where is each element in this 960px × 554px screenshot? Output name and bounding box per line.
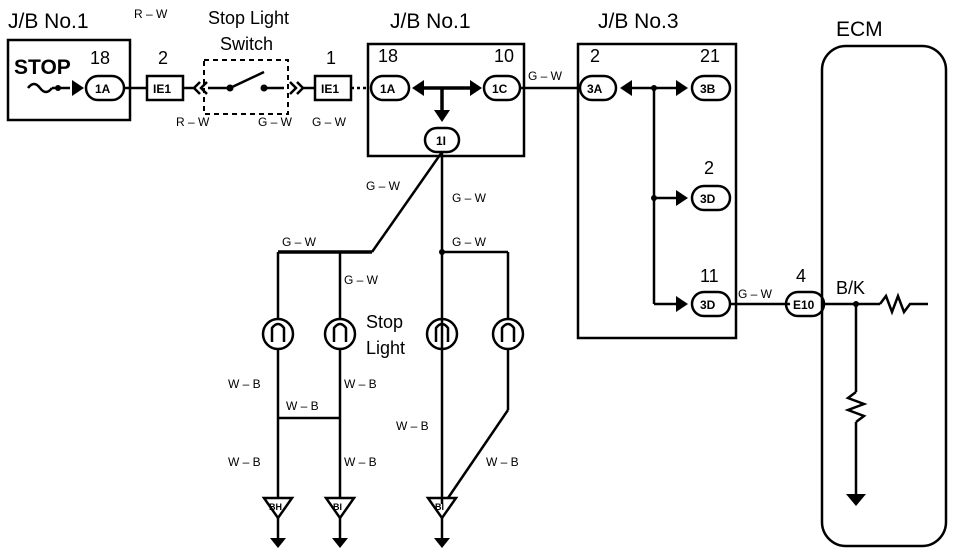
fuse-icon [27, 82, 53, 94]
jb-no1-center-title: J/B No.1 [390, 10, 471, 33]
ground-bi-left-label: BI [333, 502, 342, 512]
ground-bi-center-label: BI [435, 502, 444, 512]
jb-no1-center: J/B No.1 18 1A 10 1C 1I [366, 10, 526, 158]
ground-icon [270, 538, 286, 548]
connector-3a-label: 3A [587, 82, 603, 96]
connector-3d-lower-label: 3D [700, 298, 716, 312]
wire-label-gw-right-bus: G – W [452, 235, 487, 249]
jb-no3: J/B No.3 2 3A 21 3B 2 3D 11 3D [576, 10, 738, 340]
jb-no3-pin-in: 2 [590, 46, 600, 66]
wire-label-wb-2: W – B [344, 377, 377, 391]
connector-3b [690, 74, 732, 102]
connector-1a-center [369, 74, 411, 102]
ground-connector-icon [323, 496, 357, 521]
connector-1a-center-label: 1A [380, 82, 396, 96]
wire-label-gw-left-drop: G – W [344, 273, 379, 287]
bulb-icon [491, 317, 525, 351]
ground-icon [332, 538, 348, 548]
wire-label-rw-bottom: R – W [176, 115, 210, 129]
jb-no3-pin-d1: 2 [704, 158, 714, 178]
jb-no1-left-pin: 18 [90, 48, 110, 68]
arrow-right-icon [289, 81, 298, 95]
wire-label-gw-vert: G – W [452, 191, 487, 205]
jb-no1-left-box [6, 38, 132, 122]
ecm-pin: 4 [796, 266, 806, 286]
connector-1a-left-label: 1A [95, 82, 111, 96]
ground-bh: BH [261, 496, 295, 548]
ecm-ground-icon [846, 494, 866, 506]
bulb-icon [323, 317, 357, 351]
resistor-icon-vertical [844, 391, 868, 423]
bulb-icon [425, 317, 459, 351]
jb-no3-title: J/B No.3 [598, 10, 679, 33]
ground-connector-icon [261, 496, 295, 521]
jb-no1-center-pin-out: 10 [494, 46, 514, 66]
switch-blade-icon [229, 70, 265, 90]
switch-dashed-box [203, 59, 289, 115]
wire-label-wb-4: W – B [396, 419, 429, 433]
connector-ie1-left-pin: 2 [158, 48, 168, 68]
ground-connector-icon [425, 496, 459, 521]
connector-e10-label: E10 [793, 298, 815, 312]
jb-no3-pin-d2: 11 [700, 266, 719, 286]
connector-3d-upper-label: 3D [700, 192, 716, 206]
stop-light-bulbs [261, 317, 525, 351]
jb-no1-left-title: J/B No.1 [8, 10, 89, 33]
connector-3b-label: 3B [700, 82, 716, 96]
connector-ie1-right-pin: 1 [326, 48, 336, 68]
wire-label-wb-1: W – B [228, 377, 261, 391]
ecm-box [820, 44, 948, 548]
wire-label-gw-diag: G – W [366, 179, 401, 193]
connector-1c-label: 1C [492, 82, 508, 96]
jb-no1-center-box [366, 42, 526, 158]
bulb-icon [261, 317, 295, 351]
resistor-icon [879, 292, 928, 316]
wire-label-wb-3: W – B [286, 399, 319, 413]
connector-1i-label: 1I [436, 134, 446, 148]
wire-label-wb-6: W – B [344, 455, 377, 469]
switch-title-line2: Switch [220, 34, 273, 54]
connector-ie1-left: 2 IE1 [145, 48, 185, 102]
wire-label-wb-5: W – B [228, 455, 261, 469]
ecm-terminal-label: B/K [836, 278, 865, 298]
connector-ie1-right: 1 IE1 [313, 48, 353, 102]
arrow-left-icon [192, 81, 201, 95]
wire-label-gw-switch: G – W [258, 115, 293, 129]
wire-label-gw-left-bus: G – W [282, 235, 317, 249]
connector-3d-upper [690, 184, 732, 212]
connector-3a [578, 74, 618, 102]
ground-icon [434, 538, 450, 548]
fuse-node-icon [55, 85, 61, 91]
jb-no1-left: J/B No.1 STOP 18 1A [6, 10, 132, 122]
arrow-icon [72, 80, 84, 96]
stop-fuse-label: STOP [14, 56, 71, 79]
stop-light-label-line2: Light [366, 338, 405, 358]
jb-no3-pin-b: 21 [700, 46, 720, 66]
ground-bh-label: BH [269, 502, 282, 512]
wire-label-gw-ie1: G – W [312, 115, 347, 129]
wire-label-gw-ecm: G – W [738, 287, 773, 301]
ecm-title: ECM [836, 18, 883, 41]
ecm-unit: ECM B/K [820, 18, 948, 548]
ground-bi-left: BI [323, 496, 357, 548]
connector-ie1-left-label: IE1 [153, 82, 171, 96]
wire-label-gw-jb1-jb3: G – W [528, 69, 563, 83]
switch-title-line1: Stop Light [208, 8, 289, 28]
wire-label-rw-top: R – W [134, 7, 168, 21]
wire-label-wb-7: W – B [486, 455, 519, 469]
jb-no1-center-pin-in: 18 [378, 46, 398, 66]
stop-light-switch: Stop Light Switch [203, 8, 289, 115]
ground-bi-center: BI [425, 496, 459, 548]
stop-light-label-line1: Stop [366, 312, 403, 332]
connector-ie1-right-label: IE1 [321, 82, 339, 96]
arrow-in-icon [412, 80, 424, 96]
jb-no3-box [576, 42, 738, 340]
arrow-down-icon [434, 110, 450, 122]
arrow-out-icon [470, 80, 482, 96]
